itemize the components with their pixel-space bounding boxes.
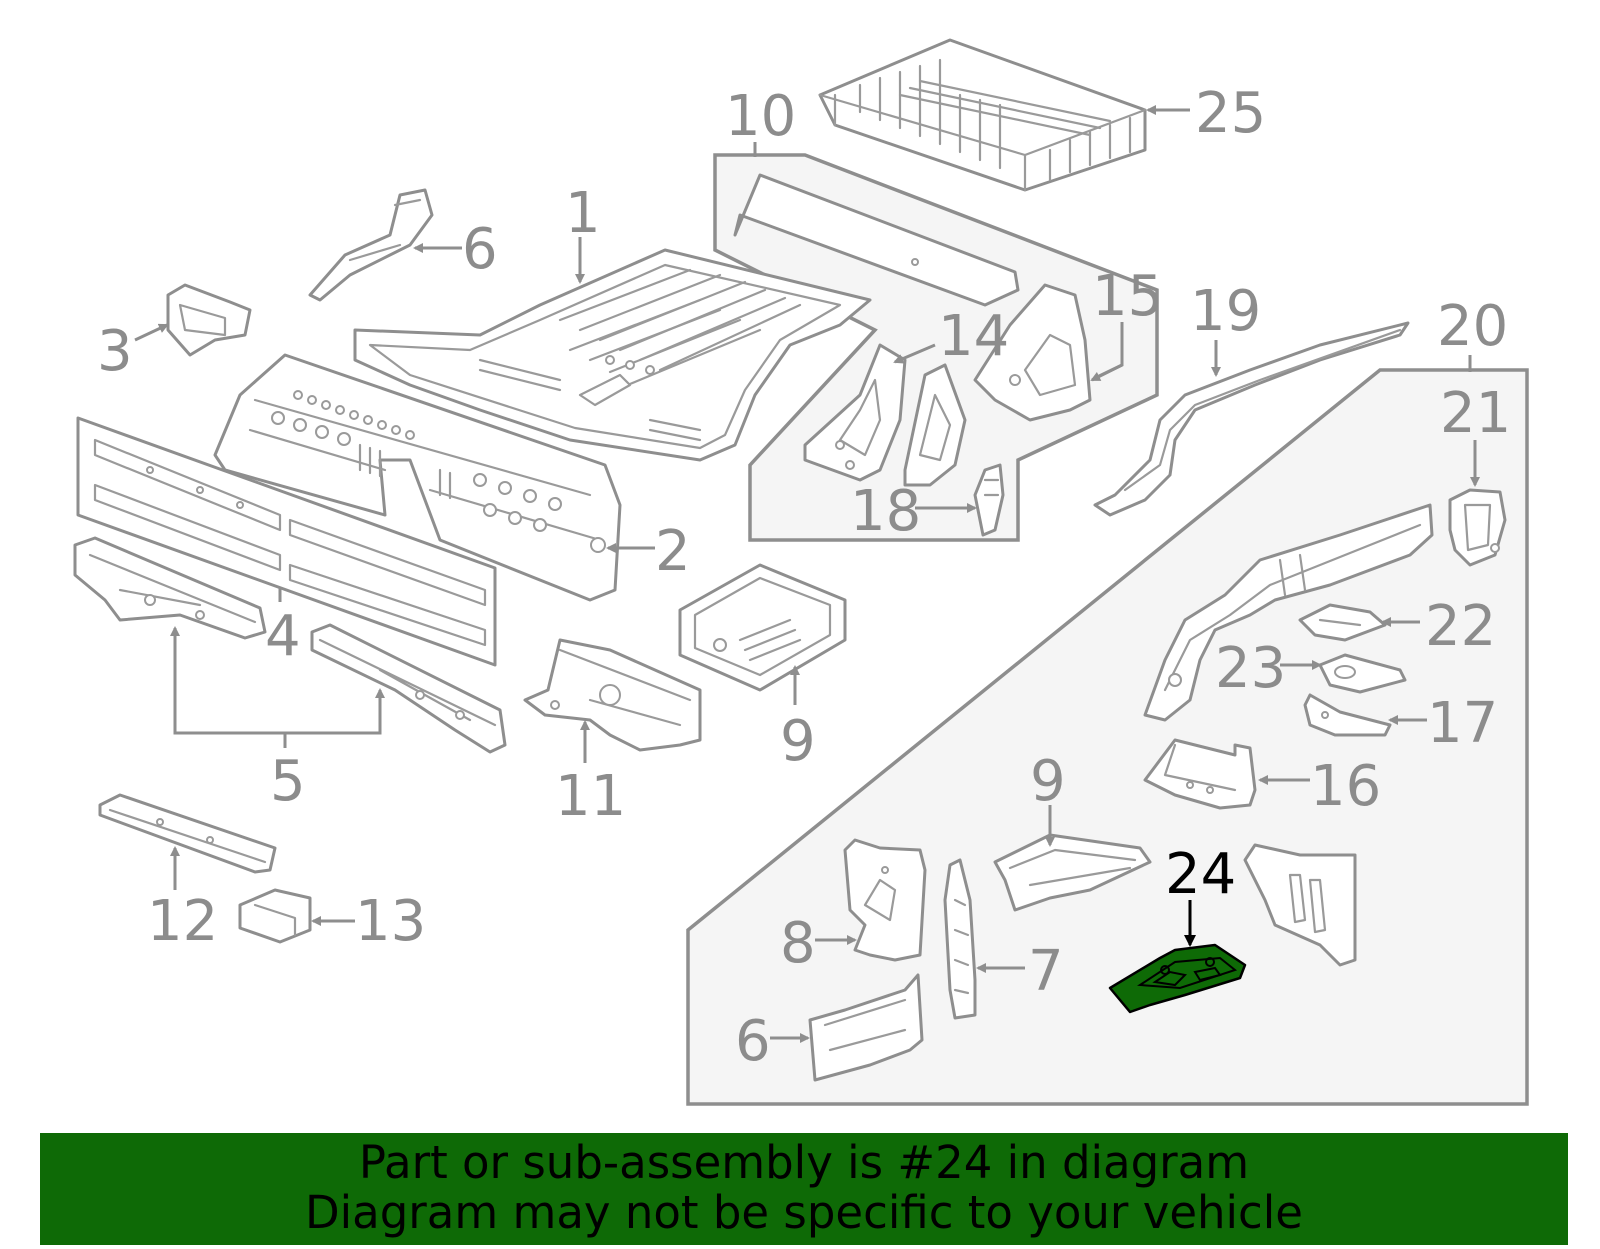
callout-2[interactable]: 2: [655, 519, 691, 584]
part-17-bracket: [1303, 693, 1392, 737]
part-5-rails: [73, 536, 507, 754]
callout-23[interactable]: 23: [1215, 636, 1286, 701]
part-25-rear-tray: [818, 38, 1147, 192]
part-10-panel: [733, 173, 1020, 307]
part-13-block: [238, 888, 312, 944]
callout-8[interactable]: 8: [780, 911, 816, 976]
callout-10[interactable]: 10: [725, 84, 796, 149]
callout-5[interactable]: 5: [270, 749, 306, 814]
part-7-strip: [943, 858, 977, 1020]
callout-11[interactable]: 11: [555, 764, 626, 829]
part-4-assembly: [76, 416, 497, 667]
info-banner: Part or sub-assembly is #24 in diagram D…: [40, 1133, 1568, 1245]
part-12-rail: [98, 793, 277, 874]
part-18-bracket: [973, 463, 1005, 537]
part-3-bracket: [166, 283, 252, 357]
part-24-highlighted[interactable]: [1108, 943, 1247, 1014]
part-9-tray: [678, 563, 847, 692]
callout-1[interactable]: 1: [565, 181, 601, 246]
callout-13[interactable]: 13: [355, 889, 426, 954]
part-6-upper-bracket: [308, 188, 434, 302]
callout-22[interactable]: 22: [1425, 594, 1496, 659]
callout-17[interactable]: 17: [1427, 691, 1498, 756]
part-11-bracket: [523, 638, 702, 752]
part-16-bracket: [1143, 738, 1257, 810]
callout-25[interactable]: 25: [1195, 81, 1266, 146]
callout-21[interactable]: 21: [1440, 381, 1511, 446]
part-14-pillar: [803, 343, 907, 482]
part-6-lower-panel: [808, 973, 924, 1082]
callout-18[interactable]: 18: [850, 479, 921, 544]
callout-4[interactable]: 4: [265, 604, 301, 669]
banner-line-1: Part or sub-assembly is #24 in diagram: [358, 1136, 1250, 1189]
part-14-inner: [903, 363, 967, 487]
part-19-wheel-arch: [1093, 321, 1410, 517]
part-9-lower-tray: [993, 833, 1152, 912]
banner-line-2: Diagram may not be specific to your vehi…: [305, 1186, 1303, 1239]
callout-16[interactable]: 16: [1310, 754, 1381, 819]
part-23-cup: [1318, 653, 1407, 694]
callout-12[interactable]: 12: [147, 889, 218, 954]
part-right-panel: [1243, 843, 1357, 967]
part-21-bracket: [1448, 488, 1507, 567]
callout-6-lower[interactable]: 6: [735, 1009, 771, 1074]
callout-24[interactable]: 24: [1165, 842, 1236, 907]
callout-6-upper[interactable]: 6: [462, 217, 498, 282]
part-rail-assembly: [1143, 503, 1434, 722]
callout-15[interactable]: 15: [1092, 264, 1163, 329]
callout-14[interactable]: 14: [938, 304, 1009, 369]
callout-20[interactable]: 20: [1437, 294, 1508, 359]
part-1-floor-pan: [353, 248, 872, 462]
callout-3[interactable]: 3: [97, 319, 133, 384]
callout-9-lower[interactable]: 9: [1030, 749, 1066, 814]
callout-7[interactable]: 7: [1028, 939, 1064, 1004]
callout-19[interactable]: 19: [1190, 279, 1261, 344]
part-15-bracket: [973, 283, 1092, 422]
callout-9-upper[interactable]: 9: [780, 709, 816, 774]
leader-lines: [134, 105, 1480, 1043]
callout-labels: 1 2 3 4 5 6 6 7 8 9 9 10 11 12 13 14 15 …: [97, 81, 1511, 1074]
part-8-panel: [843, 838, 927, 962]
